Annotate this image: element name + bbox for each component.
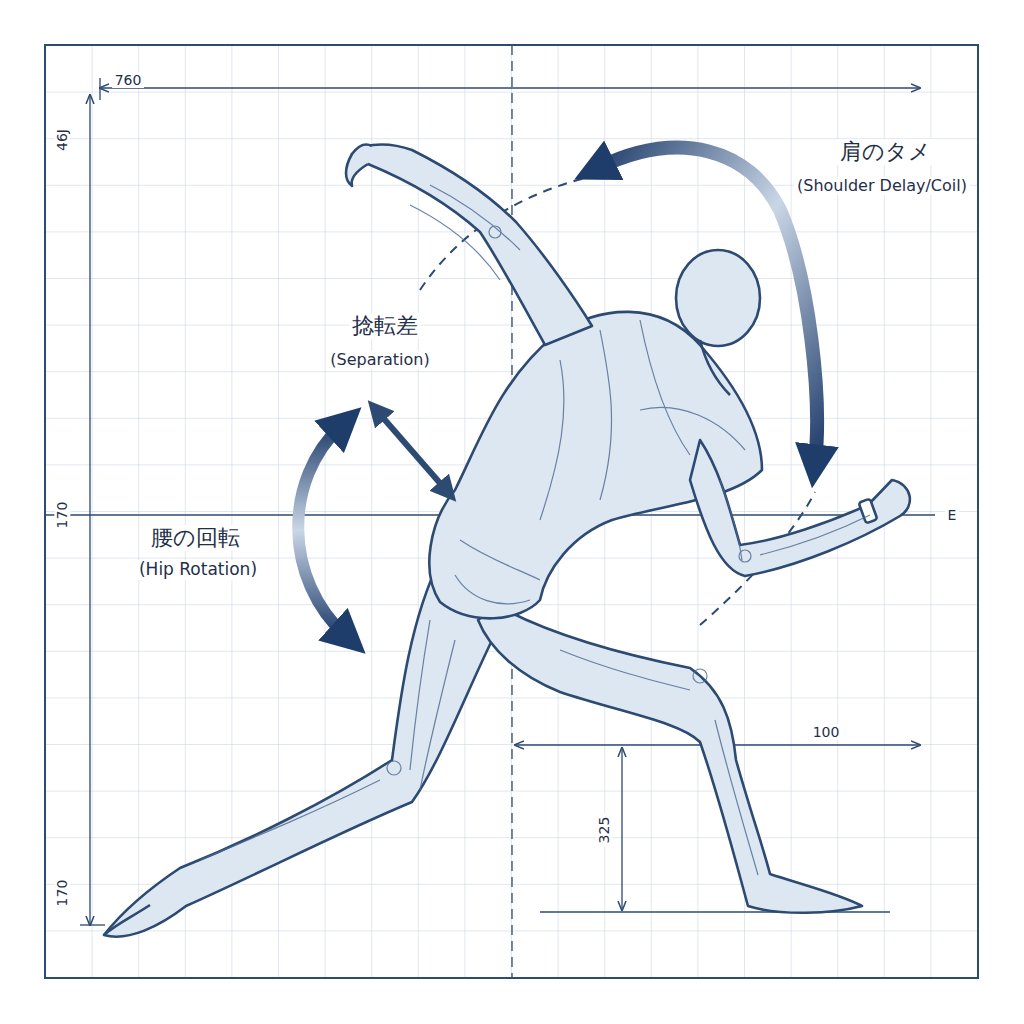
dimension-value: 46J	[54, 126, 70, 154]
english-term: (Shoulder Delay/Coil)	[794, 177, 970, 195]
dimension-value: 170	[54, 499, 70, 532]
japanese-term: 肩のタメ	[837, 139, 934, 164]
dimension-value: 100	[810, 724, 843, 740]
dimension-value: 760	[112, 72, 145, 88]
rotation-arrows	[298, 148, 817, 636]
dimension-value: 325	[596, 814, 612, 847]
english-term: (Separation)	[327, 351, 432, 369]
athlete-figure	[104, 144, 910, 936]
axis-marker: E	[945, 507, 960, 523]
muscle-lines	[200, 185, 870, 875]
japanese-term: 腰の回転	[148, 525, 243, 550]
grid-frame	[45, 45, 978, 978]
english-term: (Hip Rotation)	[136, 560, 260, 580]
dimension-value: 170	[54, 877, 70, 910]
japanese-term: 捻転差	[349, 313, 421, 338]
